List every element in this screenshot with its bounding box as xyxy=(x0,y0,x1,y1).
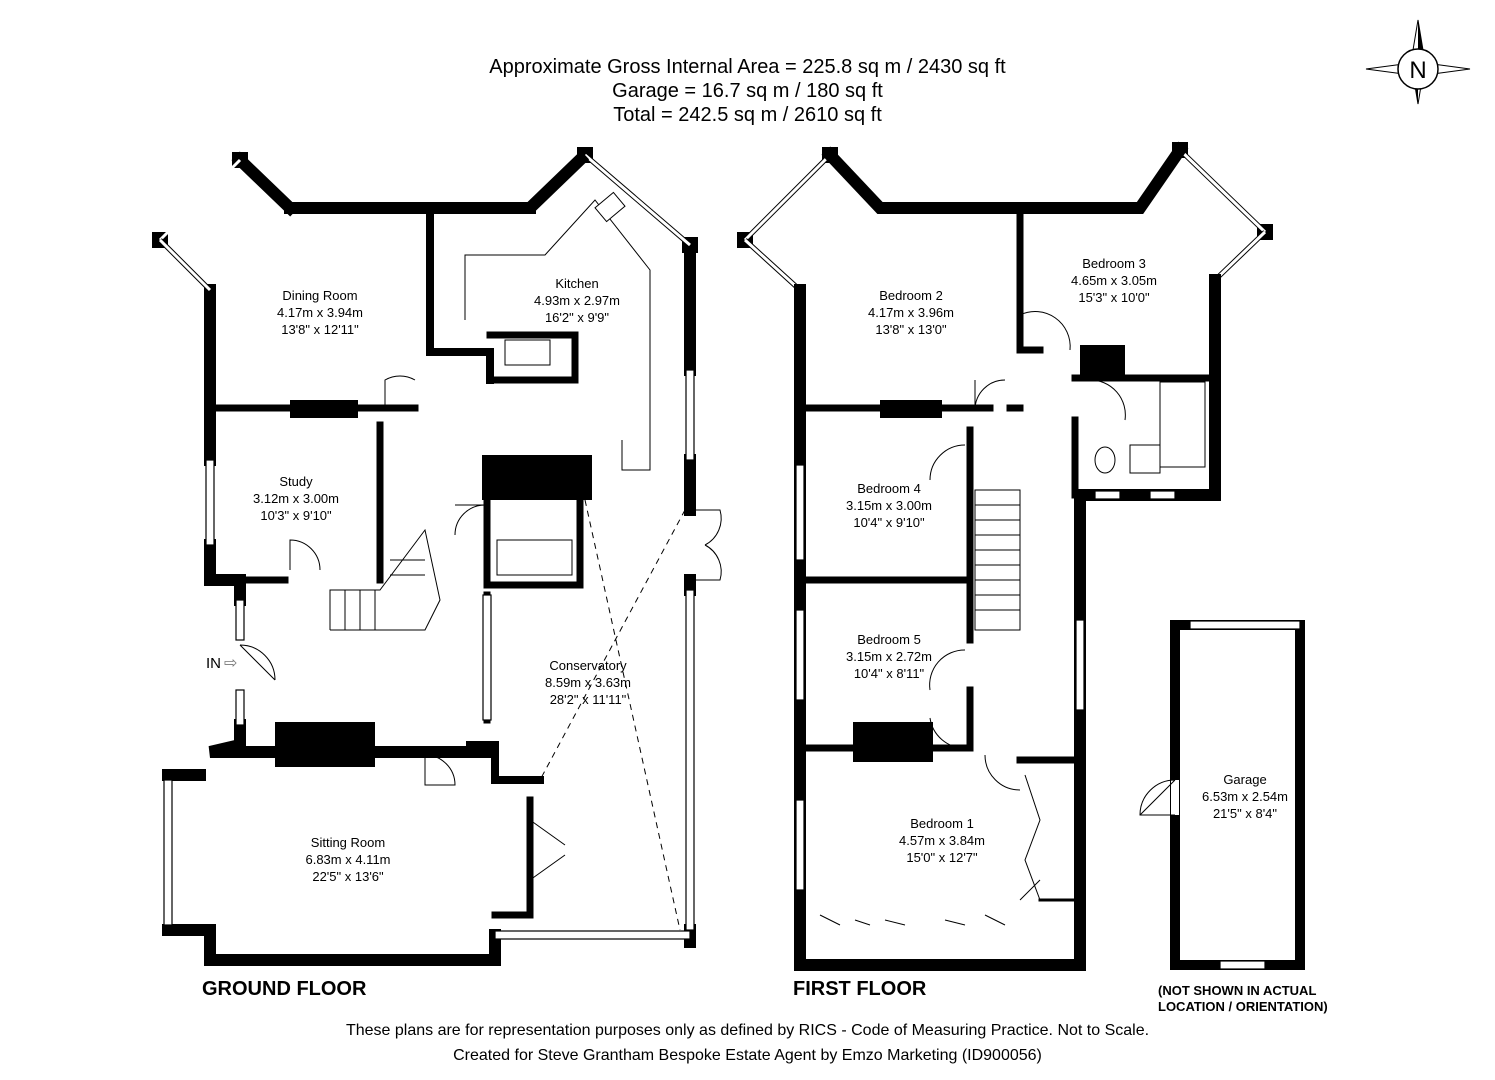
ground-floor-walls xyxy=(152,147,722,966)
room-imperial: 15'3" x 10'0" xyxy=(1078,290,1150,305)
disclaimer-text: These plans are for representation purpo… xyxy=(345,1022,1150,1039)
room-metric: 3.12m x 3.00m xyxy=(253,491,339,506)
room-imperial: 28'2" x 11'11" xyxy=(549,692,627,707)
ground-floor-windows xyxy=(158,150,695,940)
room-imperial: 22'5" x 13'6" xyxy=(312,869,384,884)
first-floor-windows xyxy=(795,464,1176,891)
room-name: Study xyxy=(279,474,313,489)
room-metric: 3.15m x 2.72m xyxy=(846,649,932,664)
garage-area-text: Garage = 16.7 sq m / 180 sq ft xyxy=(612,80,883,102)
room-name: Dining Room xyxy=(282,288,358,303)
gross-area-text: Approximate Gross Internal Area = 225.8 … xyxy=(489,56,1006,78)
room-name: Bedroom 1 xyxy=(910,816,974,831)
room-metric: 4.65m x 3.05m xyxy=(1071,273,1157,288)
room-name: Bedroom 2 xyxy=(879,288,943,303)
garage-note-line1: (NOT SHOWN IN ACTUAL xyxy=(1158,983,1317,998)
room-imperial: 16'2" x 9'9" xyxy=(544,310,610,325)
first-floor-walls xyxy=(737,141,1273,971)
room-study: Study 3.12m x 3.00m 10'3" x 9'10" xyxy=(253,473,339,524)
room-metric: 6.53m x 2.54m xyxy=(1202,789,1288,804)
room-metric: 4.17m x 3.96m xyxy=(868,305,954,320)
room-metric: 6.83m x 4.11m xyxy=(305,852,391,867)
room-imperial: 13'8" x 13'0" xyxy=(875,322,947,337)
room-name: Garage xyxy=(1223,772,1267,787)
room-garage: Garage 6.53m x 2.54m 21'5" x 8'4" xyxy=(1202,771,1288,822)
room-name: Bedroom 5 xyxy=(857,632,921,647)
room-metric: 8.59m x 3.63m xyxy=(545,675,631,690)
room-imperial: 10'4" x 9'10" xyxy=(853,515,925,530)
room-name: Conservatory xyxy=(549,658,627,673)
compass-north-label: N xyxy=(1409,57,1426,84)
room-sitting-room: Sitting Room 6.83m x 4.11m 22'5" x 13'6" xyxy=(305,834,390,885)
room-imperial: 13'8" x 12'11" xyxy=(281,322,359,337)
room-name: Bedroom 4 xyxy=(857,481,921,496)
ground-floor-title: GROUND FLOOR xyxy=(202,978,367,1000)
room-conservatory: Conservatory 8.59m x 3.63m 28'2" x 11'11… xyxy=(545,657,631,708)
room-bedroom-5: Bedroom 5 3.15m x 2.72m 10'4" x 8'11" xyxy=(846,631,932,682)
room-imperial: 21'5" x 8'4" xyxy=(1212,806,1278,821)
room-metric: 3.15m x 3.00m xyxy=(846,498,932,513)
total-area-text: Total = 242.5 sq m / 2610 sq ft xyxy=(613,104,882,126)
room-name: Bedroom 3 xyxy=(1082,256,1146,271)
room-imperial: 10'3" x 9'10" xyxy=(260,508,332,523)
garage-note: (NOT SHOWN IN ACTUAL LOCATION / ORIENTAT… xyxy=(1158,983,1328,1015)
room-kitchen: Kitchen 4.93m x 2.97m 16'2" x 9'9" xyxy=(534,275,620,326)
first-floor-title: FIRST FLOOR xyxy=(793,978,927,1000)
entrance-label: IN xyxy=(206,655,221,672)
room-name: Sitting Room xyxy=(310,835,386,850)
room-metric: 4.93m x 2.97m xyxy=(534,293,620,308)
room-dining-room: Dining Room 4.17m x 3.94m 13'8" x 12'11" xyxy=(277,287,363,338)
room-name: Kitchen xyxy=(555,276,599,291)
room-bedroom-1: Bedroom 1 4.57m x 3.84m 15'0" x 12'7" xyxy=(899,815,985,866)
room-bedroom-2: Bedroom 2 4.17m x 3.96m 13'8" x 13'0" xyxy=(868,287,954,338)
room-bedroom-4: Bedroom 4 3.15m x 3.00m 10'4" x 9'10" xyxy=(846,480,932,531)
room-imperial: 10'4" x 8'11" xyxy=(853,666,925,681)
garage-walls xyxy=(1139,620,1305,970)
garage-note-line2: LOCATION / ORIENTATION) xyxy=(1158,999,1328,1014)
credit-text: Created for Steve Grantham Bespoke Estat… xyxy=(453,1047,1042,1064)
room-metric: 4.17m x 3.94m xyxy=(277,305,363,320)
room-metric: 4.57m x 3.84m xyxy=(899,833,985,848)
entrance-arrow-icon: ⇨ xyxy=(224,655,238,672)
room-bedroom-3: Bedroom 3 4.65m x 3.05m 15'3" x 10'0" xyxy=(1071,255,1157,306)
room-imperial: 15'0" x 12'7" xyxy=(906,850,978,865)
compass-rose-icon: N xyxy=(1365,19,1471,105)
